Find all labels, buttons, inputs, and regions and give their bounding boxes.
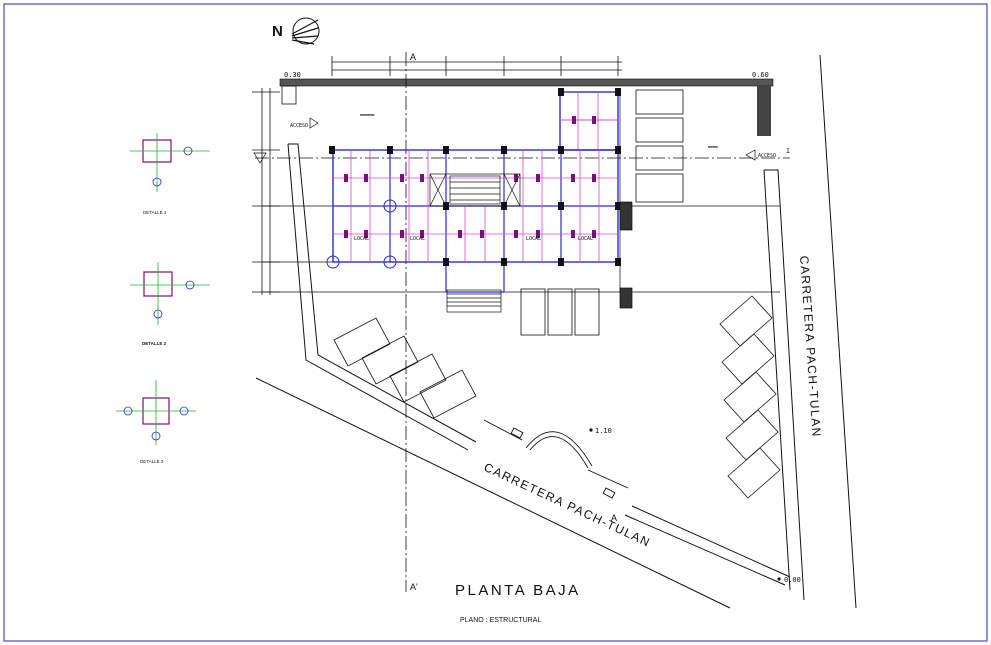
stair-core: [429, 173, 521, 207]
corner-pillar: [281, 85, 297, 105]
front-stairs: [446, 201, 633, 313]
detail-3-label: DETALLE 3: [140, 459, 164, 464]
axis-marker-icon: [253, 152, 267, 164]
plan-note: ▬▬▬▬▬▬: [360, 112, 375, 117]
detail-2-label: DETALLE 2: [142, 341, 167, 346]
access-right-label: ACCESO: [758, 153, 776, 159]
axis-label: 1: [786, 148, 790, 155]
parking-front: [520, 288, 600, 336]
level-marker-icon: [589, 428, 593, 432]
section-top-label: A: [410, 52, 416, 62]
detail-1: DETALLE 1: [130, 133, 210, 215]
access-note: ▬▬▬▬: [708, 144, 718, 149]
access-left-label: ACCESO: [290, 123, 308, 129]
level-top-right: 0.60: [752, 71, 769, 79]
access-left-arrow-icon: [309, 117, 319, 129]
local-labels: LOCAL LOCAL LOCAL LOCAL: [354, 236, 593, 242]
left-dimension-line: [252, 88, 280, 295]
room-label-local: LOCAL: [578, 236, 593, 242]
room-label-local: LOCAL: [526, 236, 541, 242]
drawing-subtitle: PLANO : ESTRUCTURAL: [460, 617, 541, 624]
drawing-frame: [3, 3, 988, 642]
room-label-local: LOCAL: [354, 236, 369, 242]
access-right-arrow-icon: [745, 149, 756, 161]
detail-2: DETALLE 2: [130, 262, 210, 346]
level-mid: 1.10: [595, 427, 612, 435]
road-label-right: CARRETERA PACH-TULAN: [797, 255, 824, 438]
parking-diagonal-right: [719, 295, 781, 499]
section-bottom-label: A': [410, 582, 418, 592]
entrance-gate: [483, 419, 629, 499]
detail-1-label: DETALLE 1: [143, 210, 167, 215]
level-bottom: 0.00: [784, 576, 801, 584]
top-dimension-line: [331, 56, 622, 76]
parking-right-column: [635, 89, 684, 203]
level-top-left: 0.30: [284, 71, 301, 79]
road-label-bottom: CARRETERA PACH-TULAN: [482, 460, 653, 550]
room-label-local: LOCAL: [410, 236, 425, 242]
east-wall-block: [757, 86, 771, 136]
section-road-label: A: [611, 513, 617, 523]
north-arrow-icon: N: [272, 17, 320, 45]
detail-3: DETALLE 3: [116, 380, 196, 464]
drawing-title: PLANTA BAJA: [455, 582, 581, 599]
parking-diagonal-left: [333, 317, 477, 419]
north-boundary-wall: [279, 78, 774, 87]
level-marker-icon: [777, 577, 781, 581]
site-boundary: [255, 54, 857, 609]
north-label: N: [272, 23, 283, 40]
structural-frame: [326, 88, 621, 293]
